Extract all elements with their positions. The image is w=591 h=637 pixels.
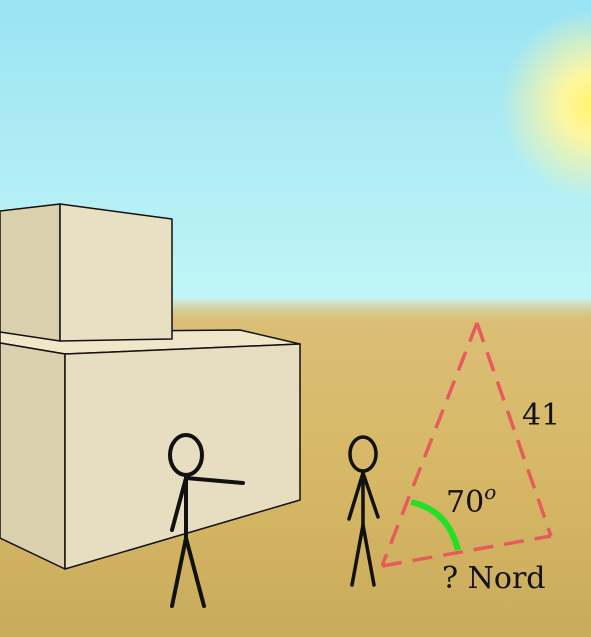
direction-label: Nord — [467, 561, 546, 596]
upper-block — [0, 203, 173, 342]
triangle-dashed — [380, 322, 553, 568]
angle-value: 70 — [446, 485, 485, 520]
upper-block-side — [0, 203, 61, 342]
angle-unit: o — [484, 480, 497, 504]
stick-figure-pointing-icon — [168, 433, 245, 608]
triangle-side-base — [381, 534, 552, 568]
triangle-side-right — [475, 322, 553, 537]
unknown-marker: ? — [442, 561, 459, 596]
triangle-side-left — [380, 322, 479, 567]
unknown-distance-label: ? Nord — [442, 564, 546, 594]
stick-figure-icon — [347, 435, 380, 587]
lower-block-front — [64, 343, 301, 570]
lower-block-side — [0, 342, 66, 570]
upper-block-front — [59, 203, 173, 342]
sun-icon — [500, 10, 591, 200]
angle-arc — [410, 499, 461, 551]
side-length-label: 41 — [522, 398, 561, 433]
angle-label: 70o — [446, 482, 496, 520]
